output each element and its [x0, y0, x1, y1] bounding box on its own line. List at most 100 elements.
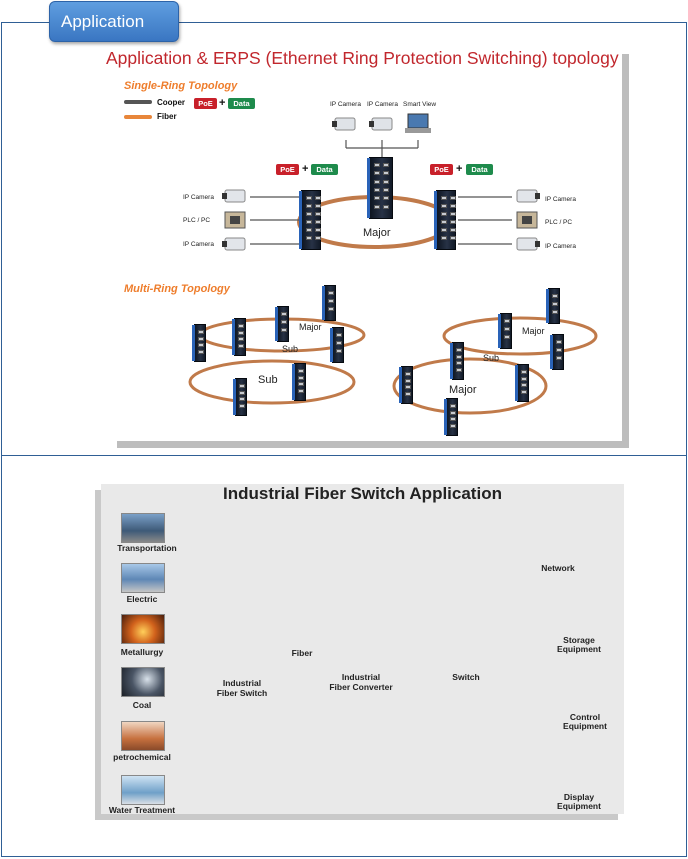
industry-label-transportation: Transportation: [117, 543, 177, 553]
metallurgy-image: [121, 614, 165, 644]
converter-label-1: Industrial: [341, 672, 381, 682]
switch-port: [450, 228, 456, 232]
switch-port: [315, 228, 321, 232]
mr-left-switch-7: [292, 363, 306, 401]
fiber-legend-label: Fiber: [157, 112, 177, 121]
top-camera-2-icon: [369, 117, 393, 131]
switch-port: [298, 375, 304, 380]
storage-label-2: Equipment: [557, 644, 601, 654]
switch-port: [383, 179, 389, 184]
bottom-frame: [1, 456, 687, 857]
switch-port: [405, 378, 411, 383]
display-label-2: Equipment: [557, 801, 601, 811]
left-device-label-3: IP Camera: [183, 241, 214, 248]
switch-port: [456, 361, 462, 365]
industrial-fiber-switch-label-1: Industrial: [222, 678, 262, 688]
switch-label: Switch: [452, 672, 480, 682]
switch-port: [556, 356, 562, 360]
mr-right-switch-4: [450, 342, 464, 380]
mr-right-switch-6: [515, 364, 529, 402]
switch-port: [306, 212, 312, 216]
switch-port: [383, 204, 389, 209]
plus-sign-right: +: [456, 163, 463, 175]
mr-right-switch-2: [498, 313, 512, 349]
plus-sign-left: +: [302, 163, 309, 175]
application-tab[interactable]: Application: [49, 1, 179, 42]
switch-port: [450, 204, 456, 208]
switch-port: [374, 171, 380, 176]
erps-title: Application & ERPS (Ethernet Ring Protec…: [106, 48, 619, 68]
mr-left-switch-1: [192, 324, 206, 362]
display-label-1: Display: [563, 792, 595, 802]
switch-port: [374, 163, 380, 167]
switch-port: [239, 403, 245, 408]
right-camera-1-icon: [516, 189, 540, 203]
switch-port: [238, 330, 244, 335]
left-camera-2-icon: [222, 237, 246, 251]
multi-ring-title: Multi-Ring Topology: [124, 283, 230, 295]
cooper-legend-label: Cooper: [157, 98, 185, 107]
side-device-links: [250, 196, 512, 245]
switch-port: [450, 220, 456, 224]
data-tag: Data: [228, 98, 255, 109]
transportation-image: [121, 513, 165, 543]
switch-port: [450, 212, 456, 216]
switch-port: [450, 410, 456, 415]
electric-image: [121, 563, 165, 593]
multi-ring-right-lower: [392, 357, 548, 415]
right-plc-icon: [516, 211, 538, 229]
switch-port: [456, 354, 462, 359]
switch-port: [552, 302, 558, 306]
top-device-links: [345, 140, 419, 158]
industrial-panel: [101, 484, 624, 814]
switch-port: [315, 212, 321, 216]
multi-ring-right-upper: [442, 316, 598, 356]
ring-switch-top: [367, 157, 393, 219]
switch-port: [374, 196, 380, 201]
switch-port: [315, 204, 321, 208]
switch-port: [450, 236, 456, 240]
switch-port: [239, 384, 245, 388]
single-ring-major-label: Major: [363, 227, 391, 239]
single-ring-title: Single-Ring Topology: [124, 80, 238, 92]
data-tag-left: Data: [311, 164, 338, 175]
data-tag-right: Data: [466, 164, 493, 175]
ring-switch-right: [434, 190, 456, 250]
switch-port: [238, 324, 244, 328]
control-label-2: Equipment: [563, 721, 607, 731]
right-camera-2-icon: [516, 237, 540, 251]
switch-port: [336, 341, 342, 345]
switch-port: [450, 404, 456, 408]
fiber-label: Fiber: [291, 648, 313, 658]
switch-port: [552, 310, 558, 314]
switch-port: [298, 388, 304, 393]
switch-port: [198, 330, 204, 334]
top-device-label-2: IP Camera: [367, 101, 398, 108]
converter-label-2: Fiber Converter: [329, 682, 393, 692]
switch-port: [336, 333, 342, 337]
switch-port: [306, 228, 312, 232]
switch-port: [556, 340, 562, 344]
mr-left-sub-label-1: Sub: [282, 344, 299, 354]
switch-port: [336, 349, 342, 353]
switch-port: [306, 196, 312, 200]
switch-port: [441, 212, 447, 216]
switch-port: [198, 349, 204, 354]
switch-port: [281, 312, 287, 316]
switch-port: [456, 367, 462, 372]
plus-sign: +: [219, 97, 226, 109]
top-camera-1-icon: [332, 117, 356, 131]
switch-port: [556, 348, 562, 352]
switch-port: [450, 196, 456, 200]
switch-port: [281, 320, 287, 324]
mr-left-switch-2: [232, 318, 246, 356]
switch-port: [521, 376, 527, 381]
switch-port: [456, 348, 462, 352]
switch-port: [306, 236, 312, 240]
switch-port: [441, 236, 447, 240]
switch-port: [239, 397, 245, 401]
multi-ring-left-lower: [188, 359, 356, 405]
control-label-1: Control: [569, 712, 601, 722]
industrial-fiber-switch-label-2: Fiber Switch: [216, 688, 268, 698]
left-device-label-2: PLC / PC: [183, 217, 211, 224]
